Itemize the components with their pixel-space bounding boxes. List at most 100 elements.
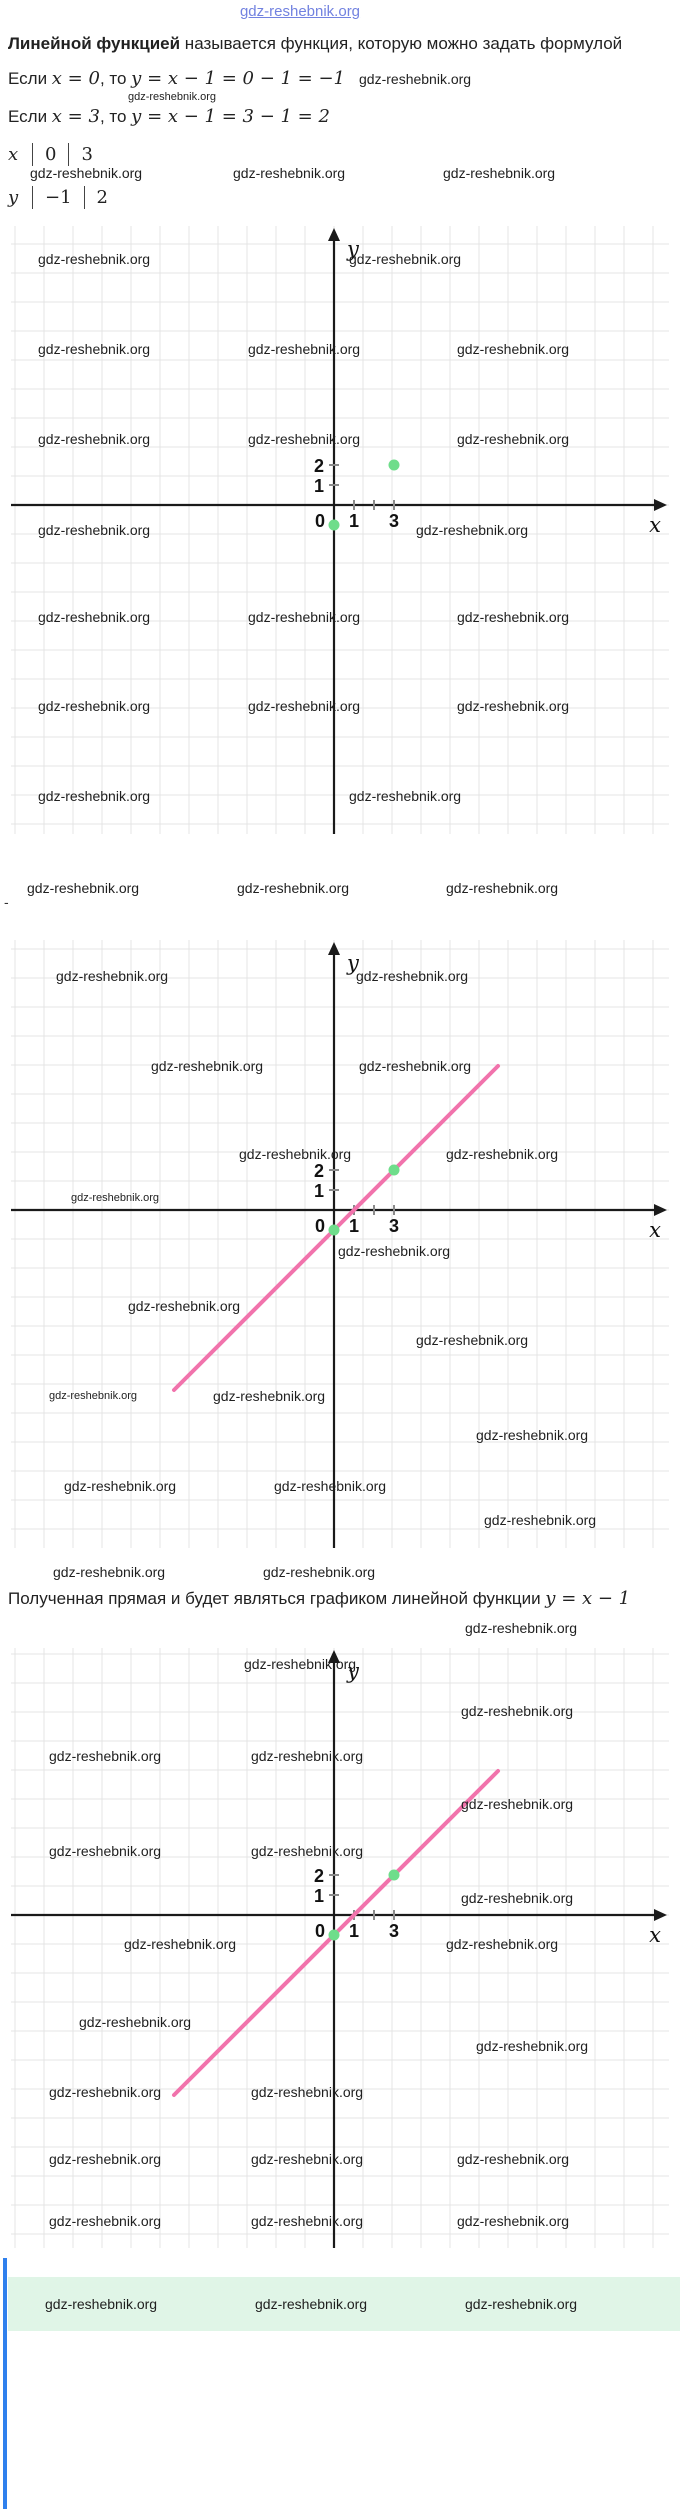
- table-cell-y1: 2: [83, 186, 120, 209]
- watermark: gdz-reshebnik.org: [359, 71, 472, 87]
- watermark: gdz-reshebnik.org: [64, 1478, 177, 1494]
- watermark: gdz-reshebnik.org: [56, 968, 169, 984]
- y-tick-label: 1: [314, 1181, 324, 1201]
- watermark: gdz-reshebnik.org: [446, 1146, 559, 1162]
- watermark: gdz-reshebnik.org: [251, 1843, 364, 1859]
- case2-condition: x = 3: [51, 106, 100, 127]
- watermark: gdz-reshebnik.org: [38, 522, 151, 538]
- watermark: gdz-reshebnik.org: [274, 1478, 387, 1494]
- y-tick-label: 1: [314, 1886, 324, 1906]
- watermark: gdz-reshebnik.org: [465, 1620, 578, 1636]
- watermark: gdz-reshebnik.org: [38, 251, 151, 267]
- table-row-x: x 0 3: [8, 143, 105, 166]
- y-axis-label: y: [346, 951, 360, 975]
- watermark: gdz-reshebnik.org: [251, 1748, 364, 1764]
- case1-result: y = x − 1 = 0 − 1 = −1: [131, 68, 346, 89]
- y-tick-label: 2: [314, 456, 324, 476]
- watermark: gdz-reshebnik.org: [349, 251, 462, 267]
- watermark: gdz-reshebnik.org: [49, 2213, 162, 2229]
- watermark: gdz-reshebnik.org: [484, 1512, 597, 1528]
- highlight-strip: gdz-reshebnik.org gdz-reshebnik.org gdz-re…: [8, 2277, 680, 2331]
- watermark: gdz-reshebnik.org: [251, 2151, 364, 2167]
- case1-text2: , то: [99, 69, 132, 88]
- watermark: gdz-reshebnik.org: [255, 2296, 368, 2312]
- definition-rest: называется функция, которую можно задать…: [180, 34, 623, 53]
- watermark: gdz-reshebnik.org: [49, 1843, 162, 1859]
- x-tick-label: 3: [389, 511, 399, 531]
- watermark: gdz-reshebnik.org: [443, 165, 556, 181]
- watermark: gdz-reshebnik.org: [446, 880, 559, 896]
- definition-text: Линейной функцией называется функция, ко…: [8, 33, 674, 55]
- table-header-x: x: [8, 144, 19, 165]
- definition-term: Линейной функцией: [8, 34, 181, 53]
- watermark: gdz-reshebnik.org: [79, 2014, 192, 2030]
- watermark: gdz-reshebnik.org: [476, 1427, 589, 1443]
- case-x-equals-0: Если x = 0, то y = x − 1 = 0 − 1 = −1 gdz…: [8, 68, 471, 89]
- watermark: gdz-reshebnik.org: [338, 1243, 451, 1259]
- watermark: gdz-reshebnik.org: [457, 2213, 570, 2229]
- site-watermark-link[interactable]: gdz-reshebnik.org: [239, 3, 361, 20]
- watermark: gdz-reshebnik.org: [38, 341, 151, 357]
- watermark: gdz-reshebnik.org: [27, 880, 140, 896]
- y-axis-arrow: [328, 942, 340, 955]
- watermark: gdz-reshebnik.org: [457, 2151, 570, 2167]
- y-tick-label: 2: [314, 1161, 324, 1181]
- y-tick-label: 1: [314, 476, 324, 496]
- watermark: gdz-reshebnik.org: [251, 2213, 364, 2229]
- watermark: gdz-reshebnik.org: [53, 1564, 166, 1580]
- watermark: gdz-reshebnik.org: [461, 1796, 574, 1812]
- y-tick-label: 2: [314, 1866, 324, 1886]
- watermark: gdz-reshebnik.org: [71, 1192, 160, 1204]
- watermark: gdz-reshebnik.org: [151, 1058, 264, 1074]
- watermark: gdz-reshebnik.org: [248, 698, 361, 714]
- watermark: gdz-reshebnik.org: [38, 698, 151, 714]
- conclusion-formula: y = x − 1: [545, 1588, 631, 1609]
- watermark: gdz-reshebnik.org: [38, 431, 151, 447]
- watermark: gdz-reshebnik.org: [244, 1656, 357, 1672]
- watermark: gdz-reshebnik.org: [45, 2296, 158, 2312]
- watermark: gdz-reshebnik.org: [263, 1564, 376, 1580]
- watermark: gdz-reshebnik.org: [349, 788, 462, 804]
- watermark: gdz-reshebnik.org: [128, 1298, 241, 1314]
- data-point: [388, 1164, 400, 1176]
- watermark: gdz-reshebnik.org: [38, 609, 151, 625]
- watermark: gdz-reshebnik.org: [356, 968, 469, 984]
- y-axis-arrow: [328, 1650, 340, 1663]
- watermark: gdz-reshebnik.org: [128, 91, 217, 103]
- watermark: gdz-reshebnik.org: [233, 165, 346, 181]
- case1-text1: Если: [8, 69, 52, 88]
- y-axis-label: y: [346, 237, 360, 261]
- case1-condition: x = 0: [51, 68, 100, 89]
- watermark: gdz-reshebnik.org: [457, 609, 570, 625]
- table-cell-y0: −1: [32, 186, 84, 209]
- watermark: gdz-reshebnik.org: [461, 1890, 574, 1906]
- x-axis-arrow: [654, 1204, 667, 1216]
- case2-result: y = x − 1 = 3 − 1 = 2: [131, 106, 330, 127]
- x-tick-label: 0: [315, 1216, 325, 1236]
- watermark: gdz-reshebnik.org: [359, 1058, 472, 1074]
- data-point: [328, 1224, 340, 1236]
- watermark: gdz-reshebnik.org: [124, 1936, 237, 1952]
- conclusion-text: Полученная прямая и будет являться графи…: [8, 1588, 630, 1609]
- watermark: gdz-reshebnik.org: [49, 2151, 162, 2167]
- watermark: gdz-reshebnik.org: [49, 1390, 138, 1402]
- watermark: gdz-reshebnik.org: [248, 341, 361, 357]
- watermark: gdz-reshebnik.org: [446, 1936, 559, 1952]
- conclusion-sentence: Полученная прямая и будет являться графи…: [8, 1589, 546, 1608]
- watermark: gdz-reshebnik.org: [416, 1332, 529, 1348]
- watermark: gdz-reshebnik.org: [461, 1703, 574, 1719]
- case2-text2: , то: [99, 107, 132, 126]
- watermark: gdz-reshebnik.org: [465, 2296, 578, 2312]
- x-tick-label: 1: [349, 1921, 359, 1941]
- table-cell-x1: 3: [68, 143, 104, 166]
- x-tick-label: 0: [315, 511, 325, 531]
- case2-text1: Если: [8, 107, 52, 126]
